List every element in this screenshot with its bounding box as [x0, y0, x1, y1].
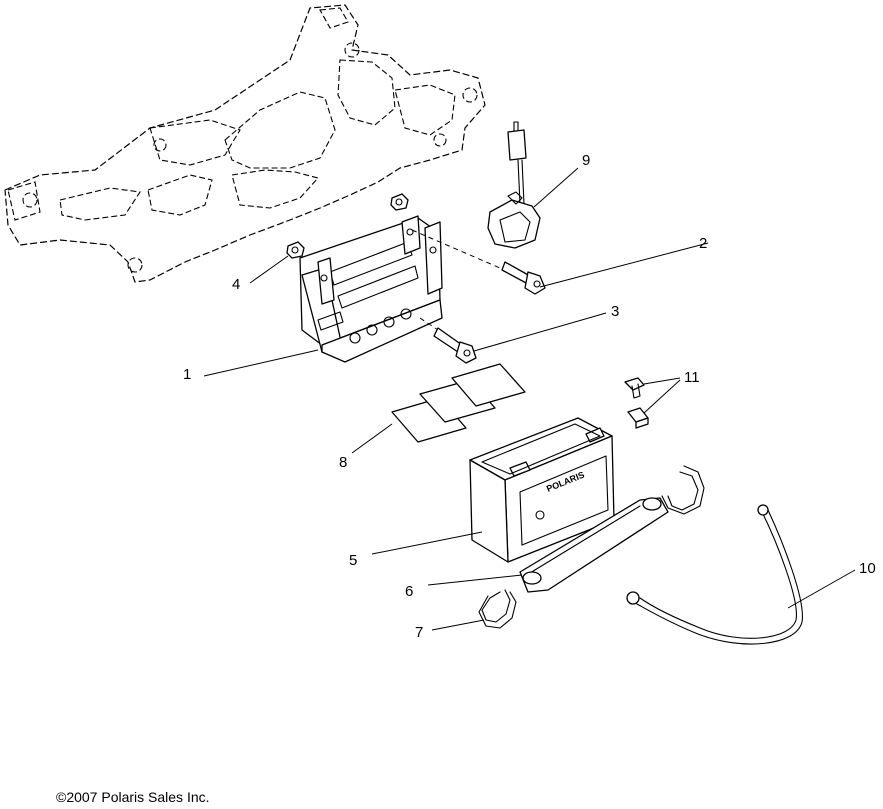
callout-11: 11: [684, 369, 700, 386]
j-hook-part-7: [478, 589, 517, 629]
callout-3: 3: [611, 303, 619, 320]
callout-4: 4: [232, 276, 240, 293]
nut-top: [390, 193, 409, 211]
callout-2: 2: [699, 235, 707, 252]
callout-10: 10: [859, 560, 876, 577]
leader-lines: [203, 167, 856, 631]
callout-6: 6: [405, 583, 413, 600]
screw-part-11: [624, 377, 645, 399]
chassis-frame: [4, 4, 486, 283]
callouts: 1 2 3 4 5 6 7 8 9 10 11: [183, 152, 876, 641]
relay-part-9: [487, 121, 541, 249]
copyright-notice: ©2007 Polaris Sales Inc.: [56, 789, 210, 805]
battery-bracket: [299, 215, 443, 363]
bolt-part-2: [411, 229, 546, 295]
battery-pads-part-8: [391, 363, 526, 443]
callout-1: 1: [183, 366, 191, 383]
j-hook-right: [661, 465, 705, 515]
callout-8: 8: [339, 454, 347, 471]
cable-part-10: [626, 504, 803, 645]
nut-part-11: [627, 407, 649, 429]
callout-9: 9: [582, 152, 590, 169]
callout-5: 5: [349, 552, 357, 569]
nut-part-4: [286, 241, 305, 259]
bolt-part-3: [419, 317, 477, 364]
strap-part-6: [519, 497, 669, 593]
callout-7: 7: [415, 624, 423, 641]
